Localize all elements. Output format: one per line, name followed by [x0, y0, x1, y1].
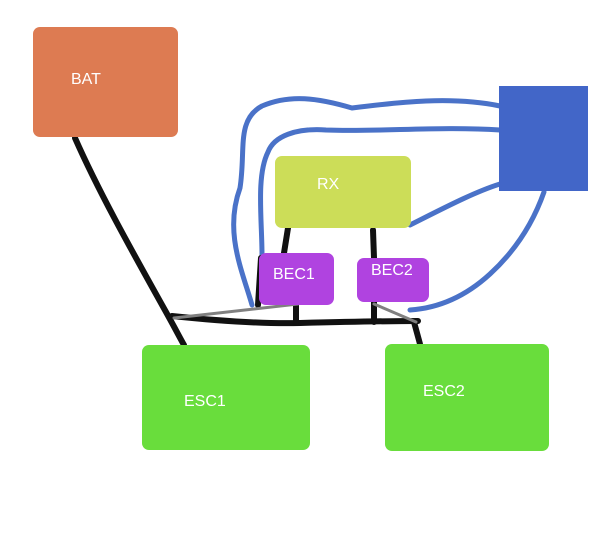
esc2-block: ESC2 — [385, 344, 549, 451]
signal-wire-outer-loop — [231, 96, 503, 308]
bat-label: BAT — [71, 71, 101, 88]
power-wire-bat-to-esc1 — [72, 135, 187, 348]
blue-block — [499, 86, 588, 191]
power-wire-bus — [169, 313, 421, 327]
bridge-wire-left — [172, 302, 300, 320]
power-wire-rx-to-bec1 — [281, 225, 291, 256]
signal-wire-rx-right — [407, 181, 503, 228]
rx-label: RX — [317, 176, 340, 193]
rx-block: RX — [275, 156, 411, 228]
esc1-label: ESC1 — [184, 393, 226, 410]
signal-wire-inner-loop — [258, 126, 503, 258]
esc2-label: ESC2 — [423, 383, 465, 400]
bec1-block: BEC1 — [259, 253, 334, 305]
signal-wire-bec2-loop — [407, 189, 547, 313]
bat-block: BAT — [33, 27, 178, 137]
bec2-label: BEC2 — [371, 262, 413, 279]
power-wire-rx-to-bec2 — [370, 227, 377, 261]
power-wire-bus-to-esc2 — [411, 319, 423, 347]
esc1-block: ESC1 — [142, 345, 310, 450]
bridge-wire-right — [372, 302, 418, 324]
bec2-block: BEC2 — [357, 258, 429, 302]
bec1-label: BEC1 — [273, 266, 315, 283]
